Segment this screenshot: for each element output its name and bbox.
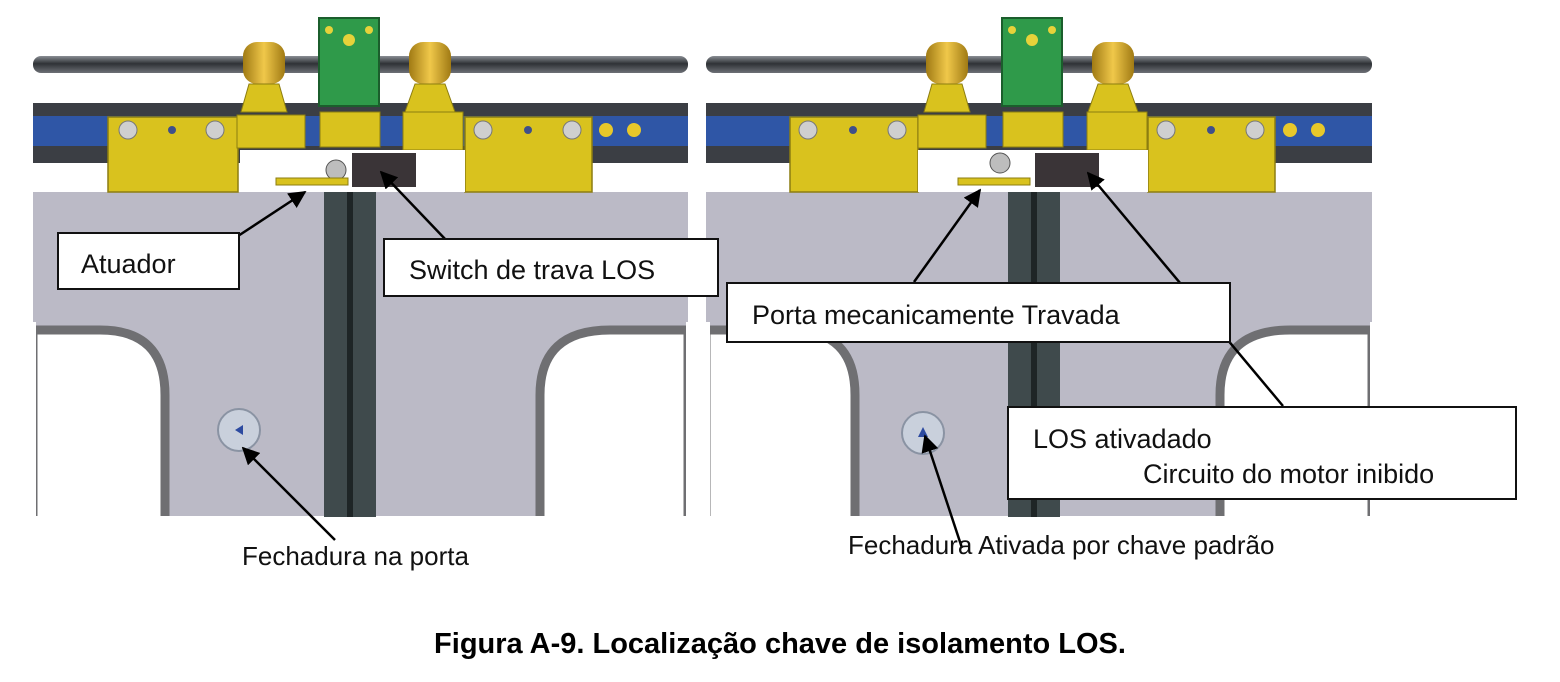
left-roller-a bbox=[243, 42, 285, 84]
right-roller-b bbox=[1092, 42, 1134, 84]
right-window-left bbox=[701, 325, 860, 527]
label-atuador: Atuador bbox=[81, 249, 176, 279]
left-los-switch-body bbox=[352, 153, 416, 187]
callout-atuador: Atuador bbox=[57, 232, 240, 290]
right-los-switch-body bbox=[1035, 153, 1099, 187]
arrow-atuador bbox=[237, 190, 307, 238]
figure-caption: Figura A-9. Localização chave de isolame… bbox=[434, 628, 1126, 660]
left-window-right bbox=[535, 325, 693, 527]
left-window-left bbox=[28, 325, 170, 527]
left-actuator bbox=[275, 177, 349, 186]
label-los-ativado: LOS ativadado bbox=[1033, 424, 1212, 454]
arrow-fechadura-porta bbox=[241, 446, 336, 541]
label-fechadura-ativada: Fechadura Ativada por chave padrão bbox=[848, 530, 1275, 560]
label-switch: Switch de trava LOS bbox=[409, 255, 656, 285]
right-roller-a bbox=[926, 42, 968, 84]
label-porta-travada: Porta mecanicamente Travada bbox=[752, 300, 1120, 330]
left-roller-b bbox=[409, 42, 451, 84]
callout-switch: Switch de trava LOS bbox=[383, 238, 719, 297]
label-fechadura-porta: Fechadura na porta bbox=[242, 541, 469, 571]
callout-los-ativado: LOS ativadado Circuito do motor inibido bbox=[1007, 406, 1517, 500]
arrow-switch bbox=[379, 170, 447, 241]
arrow-porta-travada bbox=[912, 188, 982, 283]
arrow-fechadura-ativada bbox=[921, 434, 964, 549]
label-circuito-inibido: Circuito do motor inibido bbox=[1143, 459, 1435, 489]
right-actuator bbox=[957, 177, 1031, 186]
callout-porta-travada: Porta mecanicamente Travada bbox=[726, 282, 1231, 343]
